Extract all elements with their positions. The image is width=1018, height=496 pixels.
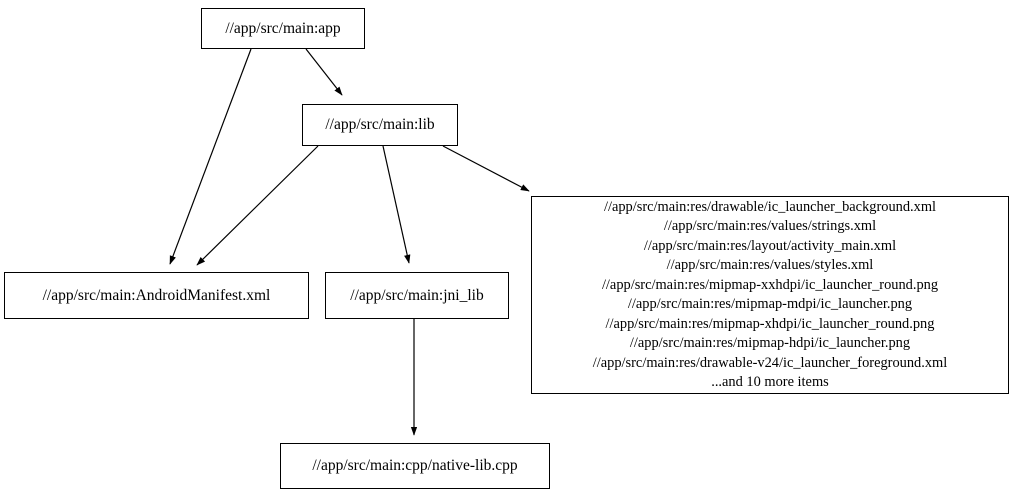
node-app-label: //app/src/main:app [225, 19, 341, 37]
node-native-lib-label: //app/src/main:cpp/native-lib.cpp [312, 457, 518, 475]
edge-lib-to-jni-lib [382, 145, 411, 264]
node-lib-label: //app/src/main:lib [325, 116, 435, 134]
node-lib[interactable]: //app/src/main:lib [302, 104, 458, 146]
node-android-manifest-label: //app/src/main:AndroidManifest.xml [42, 286, 271, 304]
edge-app-to-manifest [169, 48, 252, 265]
node-res-group-label: //app/src/main:res/drawable/ic_launcher_… [592, 198, 948, 391]
node-android-manifest[interactable]: //app/src/main:AndroidManifest.xml [4, 272, 309, 319]
node-res-group[interactable]: //app/src/main:res/drawable/ic_launcher_… [531, 196, 1009, 394]
node-jni-lib-label: //app/src/main:jni_lib [350, 286, 484, 304]
node-app[interactable]: //app/src/main:app [201, 8, 365, 49]
edge-lib-to-manifest [196, 145, 319, 266]
edge-lib-to-res-group [442, 145, 530, 192]
edge-app-to-lib [305, 48, 343, 96]
node-native-lib[interactable]: //app/src/main:cpp/native-lib.cpp [280, 443, 550, 489]
node-jni-lib[interactable]: //app/src/main:jni_lib [325, 272, 509, 319]
